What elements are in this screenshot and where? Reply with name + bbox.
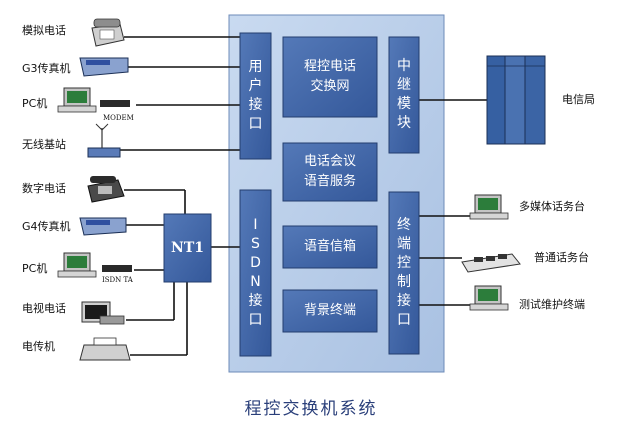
diagram-caption: 程控交换机系统 <box>244 399 378 419</box>
voicemail-box <box>282 225 378 269</box>
label-video-phone: 电视电话 <box>22 302 66 315</box>
label-analog-phone: 模拟电话 <box>22 24 66 37</box>
trunk-module <box>388 36 420 154</box>
isdn-port-line: 口 <box>248 312 263 328</box>
trunk-module-line: 模 <box>397 96 411 112</box>
isdn-port-line: 接 <box>248 293 263 309</box>
conference-label: 电话会议语音服务 <box>283 143 377 201</box>
label-wireless-base: 无线基站 <box>22 138 66 151</box>
nt1-box <box>163 213 212 283</box>
voicemail-line: 语音信箱 <box>303 239 356 254</box>
pc-bottom-icon <box>57 252 132 278</box>
conference-text: 电话会议语音服务 <box>304 152 356 192</box>
switching-text: 程控电话交换网 <box>304 57 356 97</box>
isdn-port-line: S <box>251 236 260 252</box>
voicemail-text: 语音信箱 <box>304 237 356 257</box>
user-port-line: 口 <box>248 116 263 132</box>
voicemail-label: 语音信箱 <box>283 226 377 268</box>
label-g4-fax: G4传真机 <box>22 220 71 233</box>
connection-lines <box>120 36 487 356</box>
trunk-module-label: 中继模块 <box>389 37 419 153</box>
g4-fax-icon <box>79 217 127 236</box>
terminal-control-label: 终端控制接口 <box>389 192 419 354</box>
user-port-label: 用户接口 <box>240 33 271 159</box>
label-g3-fax: G3传真机 <box>22 62 71 75</box>
isdn-port-line: I <box>253 217 258 233</box>
operator-console-icon <box>461 253 521 273</box>
background-line: 背景终端 <box>303 303 356 318</box>
user-port-line: 接 <box>248 97 263 113</box>
trunk-module-line: 块 <box>397 115 411 131</box>
switching-line: 程控电话 <box>303 59 356 74</box>
switching-line: 交换网 <box>310 79 350 94</box>
g3-fax-icon <box>79 57 129 77</box>
label-operator-console: 普通话务台 <box>534 251 589 264</box>
isdn-port-module <box>239 189 272 357</box>
trunk-module-line: 继 <box>397 77 411 93</box>
user-port-line: 户 <box>248 78 263 94</box>
terminal-control-line: 接 <box>397 293 411 309</box>
conference-line: 电话会议 <box>303 154 356 169</box>
terminal-control-line: 控 <box>397 255 411 271</box>
telecom-office-icon <box>486 55 546 145</box>
terminal-control-line: 口 <box>397 312 411 328</box>
nt1-label: NT1 <box>171 240 204 256</box>
isdn-port-line: N <box>250 274 261 290</box>
switching-network-box <box>282 36 378 118</box>
terminal-control-port <box>388 191 420 355</box>
label-maintenance-terminal: 测试维护终端 <box>519 298 585 311</box>
conference-box <box>282 142 378 202</box>
pc-top-icon <box>57 87 130 113</box>
multimedia-console-icon <box>469 194 509 220</box>
switching-network-label: 程控电话交换网 <box>283 37 377 117</box>
digital-phone-icon <box>87 176 125 203</box>
label-telecom: 电信局 <box>562 93 595 106</box>
terminal-control-line: 终 <box>397 217 411 233</box>
user-port-module <box>239 32 272 160</box>
label-pc-bottom: PC机 <box>22 262 48 275</box>
terminal-control-line: 制 <box>397 274 411 290</box>
user-port-line: 用 <box>248 59 263 75</box>
background-terminal-box <box>282 289 378 333</box>
label-multimedia-console: 多媒体话务台 <box>519 200 585 213</box>
label-pc-top: PC机 <box>22 97 48 110</box>
background-terminal-label: 背景终端 <box>283 290 377 332</box>
wireless-base-icon <box>87 123 121 158</box>
maintenance-terminal-icon <box>469 285 509 311</box>
label-digital-phone: 数字电话 <box>22 182 66 195</box>
terminal-control-line: 端 <box>397 236 411 252</box>
isdn-port-line: D <box>250 255 261 271</box>
label-isdn-ta: ISDN TA <box>102 276 133 284</box>
analog-phone-icon <box>91 18 125 47</box>
background-text: 背景终端 <box>304 301 356 321</box>
teletype-icon <box>79 337 131 361</box>
label-teletype: 电传机 <box>22 340 55 353</box>
video-phone-icon <box>81 301 125 325</box>
trunk-module-line: 中 <box>397 58 411 74</box>
conference-line: 语音服务 <box>303 174 356 189</box>
label-modem: MODEM <box>103 114 134 122</box>
